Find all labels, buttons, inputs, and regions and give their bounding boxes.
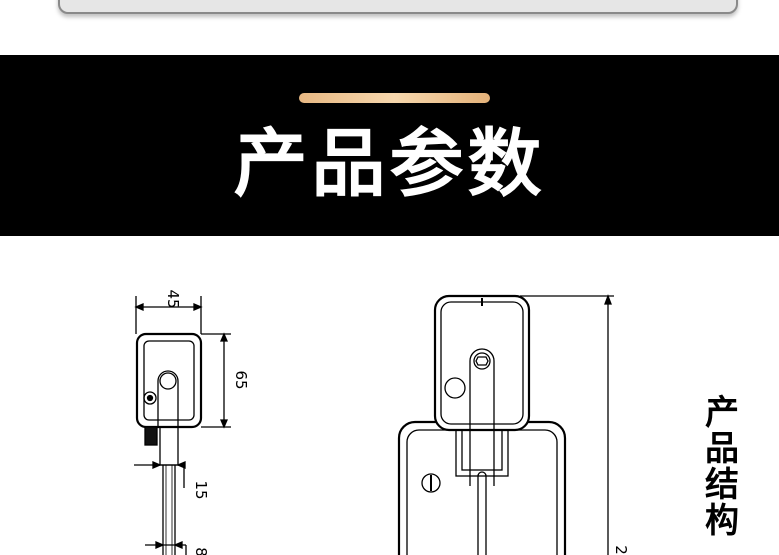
product-structure-label: 产 品 结 构 <box>697 395 747 539</box>
dim-thickness-label: 15 <box>192 480 210 499</box>
previous-section-card <box>58 0 738 14</box>
gold-accent-bar <box>299 93 490 103</box>
section-title: 产品参数 <box>233 121 546 207</box>
section-banner: 产品参数 <box>0 55 779 236</box>
side-label-char: 产 <box>705 393 739 433</box>
product-dimension-drawing: 45 65 15 8 2 <box>134 289 630 555</box>
dim-width-label: 45 <box>164 289 182 308</box>
dim-height-label: 65 <box>232 370 250 389</box>
dim-rod-label: 8 <box>192 547 210 555</box>
side-label-char: 品 <box>705 429 739 469</box>
side-label-char: 结 <box>705 465 739 505</box>
side-label-char: 构 <box>705 501 739 541</box>
dim-total-label: 2 <box>612 545 630 555</box>
